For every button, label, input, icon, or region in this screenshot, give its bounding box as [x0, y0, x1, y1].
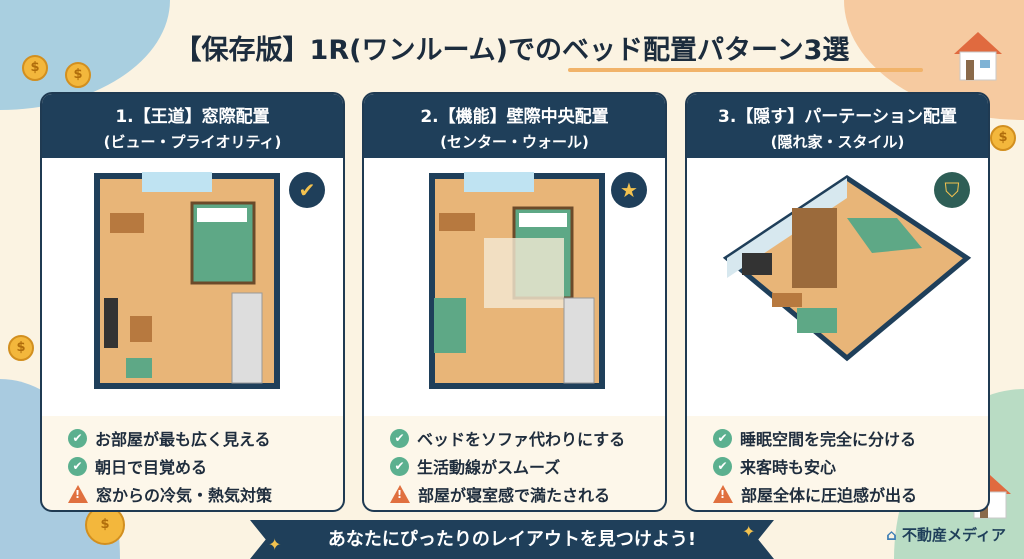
coin-icon: $ [22, 55, 48, 81]
item-text: 部屋全体に圧迫感が出る [741, 486, 918, 505]
page-title: 【保存版】1R(ワンルーム)でのベッド配置パターン3選 [0, 28, 1024, 72]
item-text: 睡眠空間を完全に分ける [740, 430, 917, 449]
title-underline [568, 68, 923, 72]
star-icon: ★ [611, 172, 647, 208]
cta-banner: あなたにぴったりのレイアウトを見つけよう! [250, 520, 774, 559]
pros-cons-list: ✔ 睡眠空間を完全に分ける ✔ 来客時も安心 ! 部屋全体に圧迫感が出る [687, 416, 988, 508]
layout-card-center-wall: 2.【機能】壁際中央配置 (センター・ウォール) ★ ✔ ベッドをソファ代わりにする… [362, 92, 667, 512]
floorplan-illustration: ⛉ [687, 158, 988, 416]
card-subheading: (隠れ家・スタイル) [770, 133, 905, 151]
floorplan-illustration: ✔ [42, 158, 343, 416]
check-icon: ✔ [289, 172, 325, 208]
item-text: 生活動線がスムーズ [417, 458, 561, 477]
item-text: 窓からの冷気・熱気対策 [96, 486, 273, 505]
house-logo-icon: ⌂ [886, 526, 897, 544]
card-header: 3.【隠す】パーテーション配置 (隠れ家・スタイル) [687, 94, 988, 158]
card-subheading: (センター・ウォール) [440, 133, 589, 151]
warning-icon: ! [390, 485, 410, 503]
check-circle-icon: ✔ [390, 428, 409, 448]
house-icon [954, 32, 1002, 81]
pro-item: ✔ ベッドをソファ代わりにする [390, 424, 665, 452]
check-circle-icon: ✔ [390, 456, 409, 476]
pro-item: ✔ 生活動線がスムーズ [390, 452, 665, 480]
item-text: お部屋が最も広く見える [95, 430, 271, 449]
check-circle-icon: ✔ [713, 456, 732, 476]
brand-name: 不動産メディア [902, 526, 1006, 544]
con-item: ! 部屋全体に圧迫感が出る [713, 480, 988, 508]
pros-cons-list: ✔ ベッドをソファ代わりにする ✔ 生活動線がスムーズ ! 部屋が寝室感で満たされる [364, 416, 665, 508]
check-circle-icon: ✔ [68, 428, 87, 448]
card-heading: 2.【機能】壁際中央配置 [420, 107, 609, 127]
con-item: ! 部屋が寝室感で満たされる [390, 480, 665, 508]
coin-icon: $ [65, 62, 91, 88]
sparkle-icon: ✦ [268, 535, 282, 554]
layout-card-window: 1.【王道】窓際配置 (ビュー・プライオリティ) ✔ ✔ お部屋が最も広く見える ✔… [40, 92, 345, 512]
con-item: ! 窓からの冷気・熱気対策 [68, 480, 343, 508]
pro-item: ✔ 睡眠空間を完全に分ける [713, 424, 988, 452]
card-header: 1.【王道】窓際配置 (ビュー・プライオリティ) [42, 94, 343, 158]
sparkle-icon: ✦ [742, 522, 756, 541]
pros-cons-list: ✔ お部屋が最も広く見える ✔ 朝日で目覚める ! 窓からの冷気・熱気対策 [42, 416, 343, 508]
item-text: 来客時も安心 [740, 458, 837, 477]
shield-icon: ⛉ [934, 172, 970, 208]
item-text: ベッドをソファ代わりにする [417, 430, 626, 449]
check-circle-icon: ✔ [713, 428, 732, 448]
warning-icon: ! [68, 485, 88, 503]
item-text: 部屋が寝室感で満たされる [418, 486, 611, 505]
pro-item: ✔ 来客時も安心 [713, 452, 988, 480]
floorplan-illustration: ★ [364, 158, 665, 416]
item-text: 朝日で目覚める [95, 458, 208, 477]
check-circle-icon: ✔ [68, 456, 87, 476]
coin-icon: $ [990, 125, 1016, 151]
warning-icon: ! [713, 485, 733, 503]
pro-item: ✔ 朝日で目覚める [68, 452, 343, 480]
coin-icon: $ [8, 335, 34, 361]
card-heading: 3.【隠す】パーテーション配置 [718, 107, 957, 127]
brand-logo: ⌂ 不動産メディア [886, 524, 1006, 545]
card-subheading: (ビュー・プライオリティ) [103, 133, 282, 151]
card-heading: 1.【王道】窓際配置 [115, 107, 270, 127]
card-header: 2.【機能】壁際中央配置 (センター・ウォール) [364, 94, 665, 158]
pro-item: ✔ お部屋が最も広く見える [68, 424, 343, 452]
layout-card-partition: 3.【隠す】パーテーション配置 (隠れ家・スタイル) ⛉ ✔ 睡眠空間を完全に分ける… [685, 92, 990, 512]
